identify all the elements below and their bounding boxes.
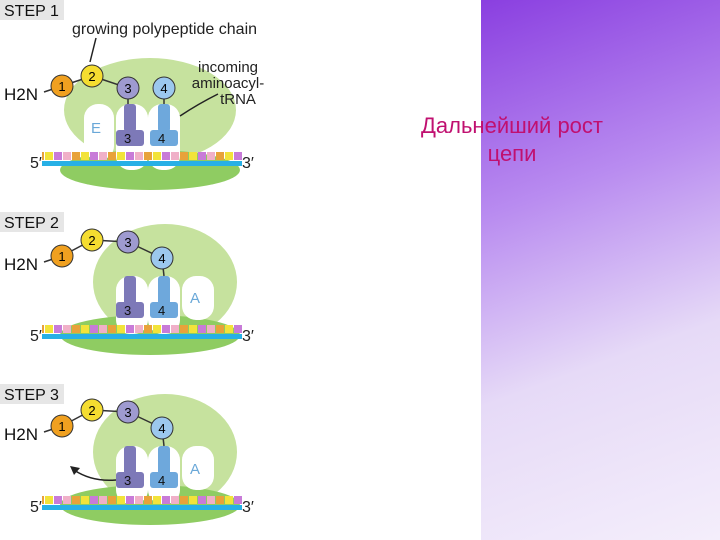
gradient-background-panel (481, 0, 720, 540)
site-label: A (190, 461, 200, 478)
incoming-label-line: aminoacyl- (192, 75, 265, 92)
empty-a-site-pocket (182, 276, 214, 320)
step-1-panel: STEP 1 E 5′ 3′ 3 4 H2N 1 (0, 0, 264, 190)
residue-label: 4 (158, 251, 165, 266)
exit-arrowhead (70, 466, 80, 475)
amino-group-label: H2N (4, 85, 38, 104)
residue-label: 3 (124, 235, 131, 250)
chain-label: growing polypeptide chain (72, 21, 257, 38)
amino-acid-1 (50, 244, 74, 268)
trna-label: 3 (124, 131, 131, 146)
amino-acid-1 (50, 414, 74, 438)
residue-label: 4 (158, 421, 165, 436)
amino-group-label: H2N (4, 255, 38, 274)
mrna-codons (42, 325, 242, 333)
five-prime-label: 5′ (30, 155, 42, 172)
site-label: A (190, 290, 200, 307)
step-label-box (0, 212, 64, 232)
five-prime-label: 5′ (30, 328, 42, 345)
amino-acid-2 (80, 64, 104, 88)
trna-label: 4 (158, 131, 165, 146)
step-2-panel: STEP 2 A 5′ 3′ 3 4 H2N 1 2 3 (0, 212, 254, 355)
step-label: STEP 1 (4, 3, 59, 20)
amino-acid-2 (80, 398, 104, 422)
amino-group-label: H2N (4, 425, 38, 444)
site-label: E (91, 120, 101, 137)
trna-label: 4 (158, 473, 165, 488)
exit-arrow (73, 469, 117, 482)
residue-label: 2 (88, 69, 95, 84)
amino-acid-1 (50, 74, 74, 98)
incoming-pointer (179, 93, 219, 117)
step-label-box (0, 0, 64, 20)
mrna-strand (42, 505, 242, 510)
step-label: STEP 2 (4, 215, 59, 232)
trna-a-site: 4 (150, 446, 178, 488)
residue-label: 2 (88, 403, 95, 418)
amino-acid-4 (150, 416, 174, 440)
step-3-panel: STEP 3 A 5′ 3′ 3 4 H2N 1 2 (0, 384, 254, 525)
slide-title-line: Дальнейший рост (421, 113, 603, 138)
incoming-label-line: tRNA (220, 91, 256, 108)
slide-title-line: цепи (487, 141, 537, 166)
amino-acid-3 (116, 400, 140, 424)
trna-label: 4 (158, 303, 165, 318)
amino-acid-2 (80, 228, 104, 252)
e-site-pocket (84, 104, 114, 160)
trna-label: 3 (124, 303, 131, 318)
three-prime-label: 3′ (242, 328, 254, 345)
residue-label: 1 (58, 419, 65, 434)
mrna-strand (42, 161, 242, 166)
step-label-box (0, 384, 64, 404)
mrna-strand (42, 334, 242, 339)
trna-label: 3 (124, 473, 131, 488)
trna-a-site: 4 (150, 276, 178, 318)
three-prime-label: 3′ (242, 499, 254, 516)
residue-label: 1 (58, 249, 65, 264)
chain-pointer (89, 37, 97, 63)
mrna-codons (42, 152, 242, 160)
amino-acid-4 (150, 246, 174, 270)
translation-diagram: STEP 1 E 5′ 3′ 3 4 H2N 1 (0, 0, 264, 525)
residue-label: 2 (88, 233, 95, 248)
trna-p-site: 3 (116, 276, 144, 318)
trna-a-site: 4 (150, 104, 178, 146)
amino-acid-4 (152, 76, 176, 100)
mrna-codons (42, 496, 242, 504)
residue-label: 3 (124, 405, 131, 420)
five-prime-label: 5′ (30, 499, 42, 516)
residue-label: 4 (160, 81, 167, 96)
slide-title: Дальнейший рост цепи (372, 112, 652, 168)
amino-acid-3 (116, 76, 140, 100)
empty-a-site-pocket (182, 446, 214, 490)
residue-label: 3 (124, 81, 131, 96)
three-prime-label: 3′ (242, 155, 254, 172)
incoming-label-line: incoming (198, 59, 258, 76)
trna-p-site: 3 (116, 104, 144, 146)
trna-p-site: 3 (116, 446, 144, 488)
step-label: STEP 3 (4, 387, 59, 404)
amino-acid-3 (116, 230, 140, 254)
residue-label: 1 (58, 79, 65, 94)
